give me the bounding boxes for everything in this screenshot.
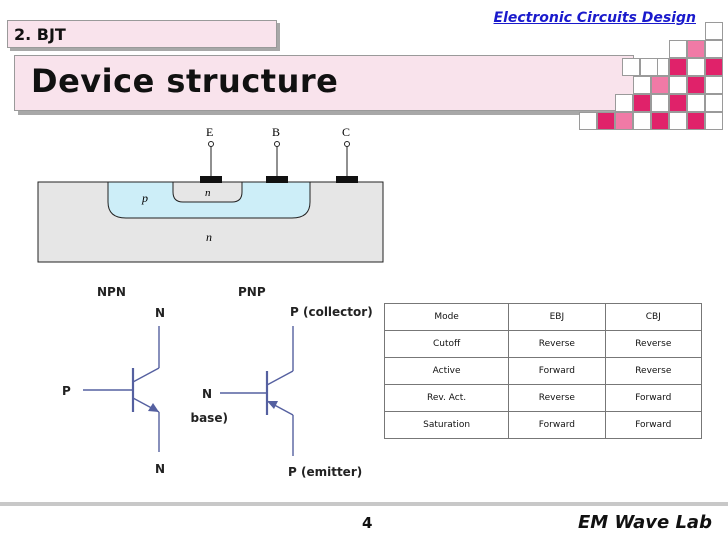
table-header-cell: CBJ [604, 303, 703, 331]
grid-cell [622, 58, 640, 76]
grid-cell [669, 112, 687, 130]
table-cell: Reverse [604, 330, 703, 358]
brand-title: Electronic Circuits Design [493, 10, 697, 26]
grid-cell [669, 40, 687, 58]
collector-contact [336, 176, 358, 183]
grid-cell [687, 94, 705, 112]
lab-name: EM Wave Lab [578, 512, 712, 533]
pnp-label: PNP [238, 285, 266, 299]
table-cell: Forward [508, 357, 606, 385]
grid-cell [615, 112, 633, 130]
pnp-collector-label: P (collector) [290, 305, 373, 319]
table-cell: Reverse [508, 330, 606, 358]
table-cell: Forward [604, 384, 703, 412]
title-bar: Device structure [14, 55, 634, 111]
grid-cell [705, 76, 723, 94]
emitter-contact [200, 176, 222, 183]
pnp-symbol: PNP P (collector) N (base) P (emitter) [190, 285, 373, 479]
table-cell: Forward [604, 411, 703, 439]
n-emitter-region [172, 181, 243, 203]
cross-section-diagram: E B C p n n [37, 125, 384, 263]
p-region-label: p [141, 191, 148, 205]
grid-cell [651, 94, 669, 112]
table-header-cell: EBJ [508, 303, 606, 331]
grid-cell [579, 112, 597, 130]
substrate-n-label: n [206, 230, 212, 244]
table-cell: Saturation [383, 411, 510, 439]
grid-cell [651, 76, 669, 94]
footer-divider [0, 502, 728, 506]
table-cell: Cutoff [383, 330, 510, 358]
grid-cell [705, 58, 723, 76]
pnp-base-note: (base) [190, 411, 228, 425]
pnp-base-label: N [202, 387, 212, 401]
section-label: 2. BJT [14, 25, 66, 44]
emitter-n-label: n [205, 187, 211, 199]
grid-cell [687, 40, 705, 58]
base-terminal [274, 141, 280, 147]
grid-cell [705, 40, 723, 58]
table-cell: Rev. Act. [383, 384, 510, 412]
grid-cell [669, 76, 687, 94]
npn-symbol: NPN N P N [62, 285, 165, 476]
grid-cell [705, 94, 723, 112]
base-contact [266, 176, 288, 183]
emitter-terminal [208, 141, 214, 147]
table-header-cell: Mode [383, 303, 510, 331]
grid-cell [615, 94, 633, 112]
section-tab: 2. BJT [7, 20, 277, 48]
page-number: 4 [362, 514, 373, 532]
collector-terminal [344, 141, 350, 147]
grid-cell [687, 58, 705, 76]
grid-cell [633, 94, 651, 112]
grid-cell [669, 94, 687, 112]
grid-cell [687, 76, 705, 94]
grid-cell [640, 58, 658, 76]
grid-cell [633, 76, 651, 94]
grid-cell [687, 112, 705, 130]
terminal-b-label: B [272, 125, 280, 139]
npn-collector-label: N [155, 306, 165, 320]
npn-emitter-label: N [155, 462, 165, 476]
page-title: Device structure [31, 62, 339, 100]
grid-cell [669, 58, 687, 76]
table-cell: Reverse [508, 384, 606, 412]
terminal-c-label: C [342, 125, 350, 139]
npn-label: NPN [97, 285, 126, 299]
npn-base-label: P [62, 384, 71, 398]
pnp-emitter-label: P (emitter) [288, 465, 362, 479]
table-cell: Active [383, 357, 510, 385]
grid-cell [633, 112, 651, 130]
table-cell: Reverse [604, 357, 703, 385]
grid-cell [705, 22, 723, 40]
grid-cell [705, 112, 723, 130]
grid-cell [597, 112, 615, 130]
grid-cell [651, 112, 669, 130]
terminal-e-label: E [206, 125, 213, 139]
table-cell: Forward [508, 411, 606, 439]
